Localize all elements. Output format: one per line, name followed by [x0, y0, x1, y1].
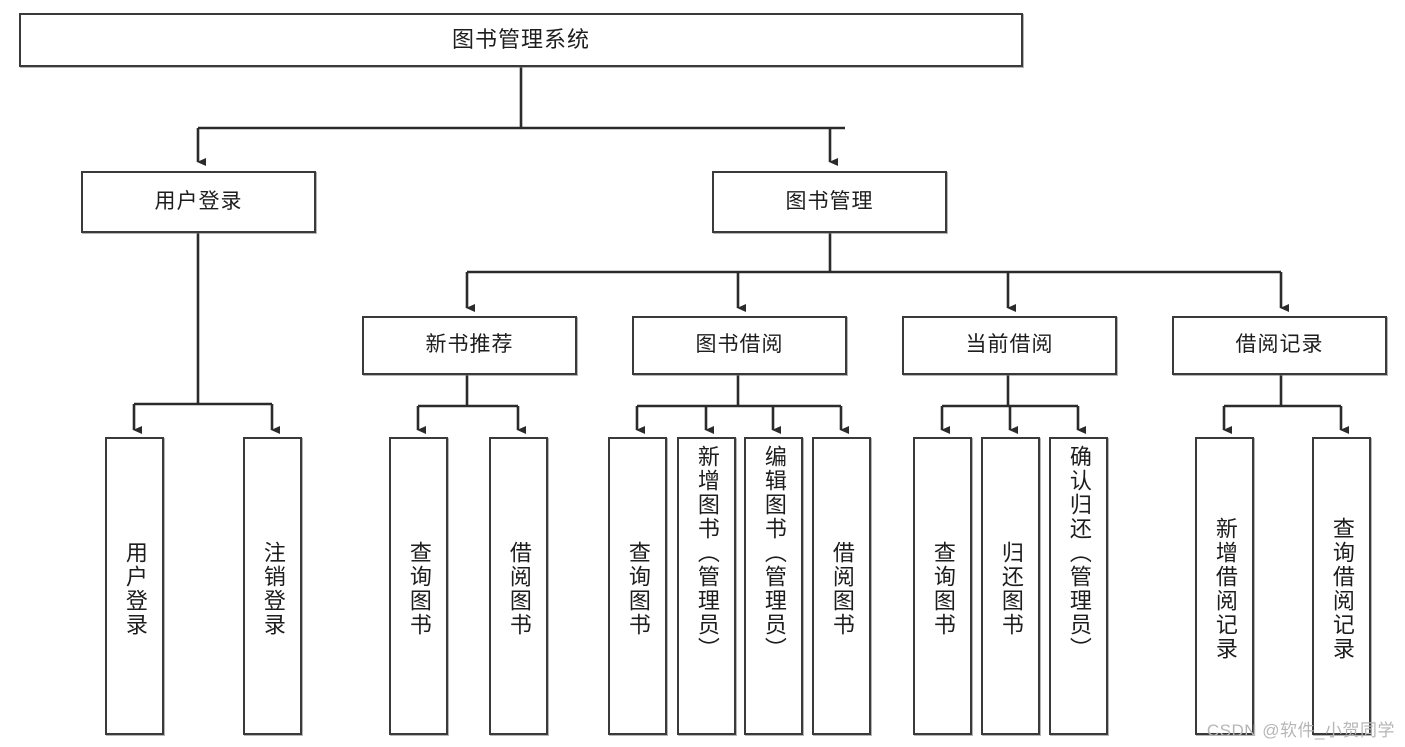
node-label: 图书借阅 [695, 333, 784, 357]
node-current-borrow[interactable]: 当前借阅 [902, 316, 1117, 375]
node-leaf-add-book-admin[interactable]: 新增图书（管理员） [677, 437, 736, 735]
node-borrow-record[interactable]: 借阅记录 [1172, 316, 1387, 375]
node-label: 查询图书 [406, 541, 432, 637]
node-label: 用户登录 [122, 541, 148, 637]
node-book-borrow[interactable]: 图书借阅 [632, 316, 847, 375]
node-leaf-borrow-book[interactable]: 借阅图书 [812, 437, 871, 735]
node-leaf-user-logout[interactable]: 注销登录 [243, 437, 302, 735]
node-leaf-add-borrow-record[interactable]: 新增借阅记录 [1195, 437, 1254, 735]
node-leaf-query-book-borrow[interactable]: 查询图书 [608, 437, 667, 735]
node-label: 归还图书 [998, 541, 1024, 637]
node-leaf-borrow-book-rec[interactable]: 借阅图书 [489, 437, 548, 735]
node-label: 当前借阅 [965, 333, 1054, 357]
node-root-book-management-system[interactable]: 图书管理系统 [19, 13, 1023, 67]
node-label: 新书推荐 [425, 333, 514, 357]
node-leaf-edit-book-admin[interactable]: 编辑图书（管理员） [744, 437, 803, 735]
watermark-text: CSDN @软件_小贺同学 [1206, 721, 1395, 740]
node-label: 确认归还（管理员） [1066, 445, 1092, 661]
node-label: 新增图书（管理员） [694, 445, 720, 661]
node-leaf-query-borrow-record[interactable]: 查询借阅记录 [1312, 437, 1371, 735]
node-label: 借阅图书 [829, 541, 855, 637]
node-label: 新增借阅记录 [1212, 517, 1238, 661]
node-label: 图书管理 [785, 189, 874, 213]
node-book-management[interactable]: 图书管理 [712, 171, 947, 233]
node-leaf-return-book[interactable]: 归还图书 [981, 437, 1040, 735]
node-leaf-query-book-rec[interactable]: 查询图书 [389, 437, 448, 735]
node-label: 查询借阅记录 [1329, 517, 1355, 661]
node-leaf-user-login[interactable]: 用户登录 [105, 437, 164, 735]
node-label: 查询图书 [625, 541, 651, 637]
node-leaf-confirm-return-admin[interactable]: 确认归还（管理员） [1049, 437, 1108, 735]
node-new-book-recommendation[interactable]: 新书推荐 [362, 316, 577, 375]
node-label: 借阅图书 [506, 541, 532, 637]
node-label: 借阅记录 [1235, 333, 1324, 357]
node-label: 图书管理系统 [451, 27, 590, 53]
node-label: 编辑图书（管理员） [761, 445, 787, 661]
node-label: 注销登录 [260, 541, 286, 637]
node-user-login[interactable]: 用户登录 [81, 171, 316, 233]
node-leaf-query-book-current[interactable]: 查询图书 [913, 437, 972, 735]
node-label: 用户登录 [154, 189, 243, 213]
node-label: 查询图书 [930, 541, 956, 637]
